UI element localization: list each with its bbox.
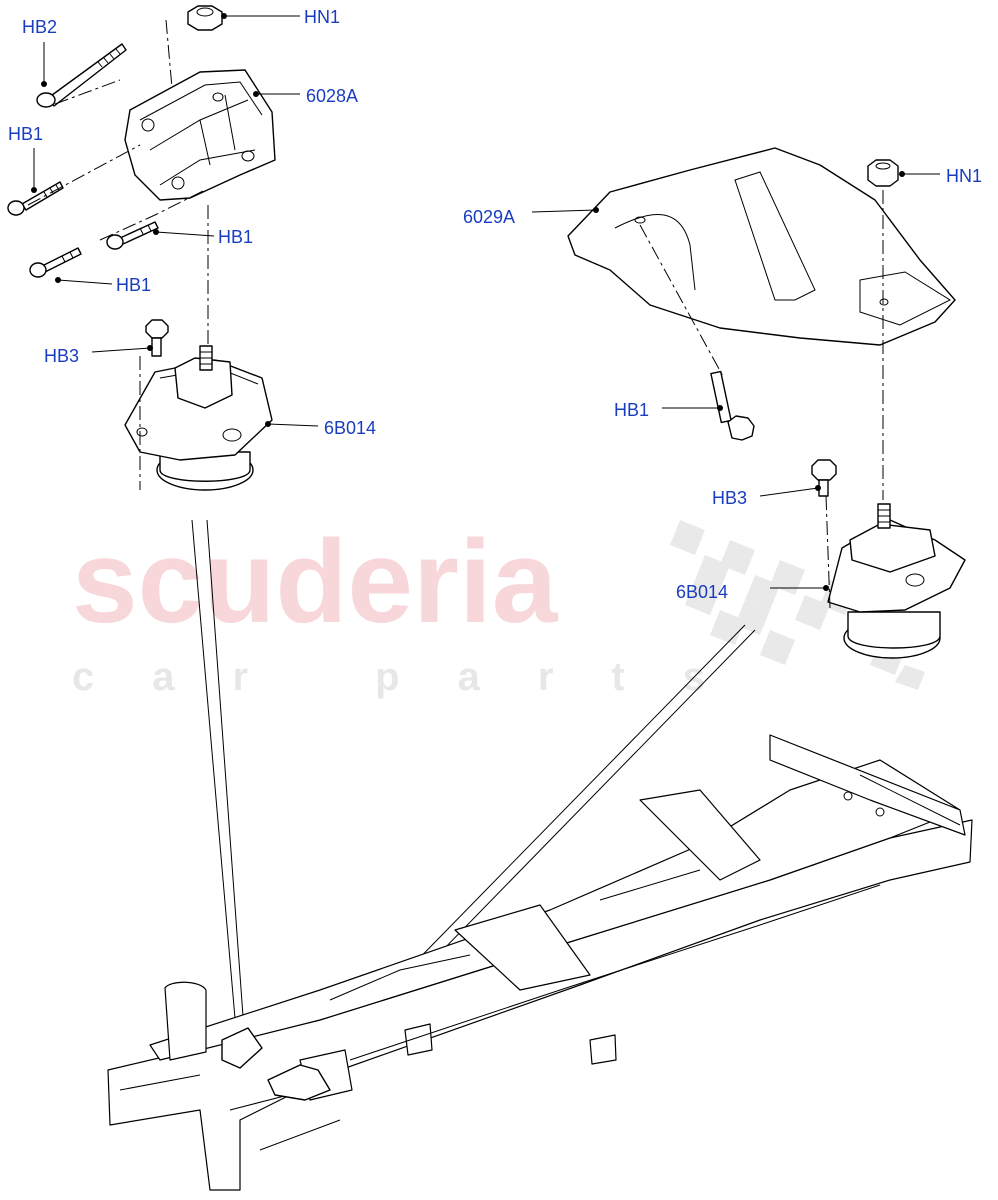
bolt-hb1-right [710, 370, 755, 441]
label-hn1-right: HN1 [946, 166, 982, 186]
assembly-center-lines [27, 19, 884, 609]
label-hb1-right: HB1 [614, 400, 649, 420]
bracket-6028a [124, 69, 276, 201]
callout-labels: HB2 HN1 6028A HB1 HB1 HB1 HB3 6B014 6029… [8, 7, 982, 602]
engine-mount-6b014-right [827, 503, 966, 659]
watermark-brand: scuderia [72, 516, 559, 648]
bracket-6029a [567, 147, 956, 346]
label-hb3-right: HB3 [712, 488, 747, 508]
bolt-hb1-a [7, 181, 64, 216]
leader-lines [31, 13, 940, 591]
watermark-tagline: car parts [72, 655, 763, 699]
bolt-hb1-c [29, 247, 82, 278]
label-hb1-c: HB1 [116, 275, 151, 295]
bolt-hb3-right [811, 459, 837, 497]
bolt-hb1-b [106, 221, 159, 250]
label-hn1-left: HN1 [304, 7, 340, 27]
label-6028a: 6028A [306, 86, 358, 106]
label-6b014-left: 6B014 [324, 418, 376, 438]
label-hb3-left: HB3 [44, 346, 79, 366]
label-hb1-b: HB1 [218, 227, 253, 247]
engine-mount-6b014-left [124, 345, 273, 491]
label-hb1-a: HB1 [8, 124, 43, 144]
bolt-hb2 [36, 43, 127, 108]
nut-hn1-right [867, 159, 899, 187]
label-6b014-right: 6B014 [676, 582, 728, 602]
chassis-frame [107, 734, 973, 1191]
label-6029a: 6029A [463, 207, 515, 227]
label-hb2: HB2 [22, 17, 57, 37]
nut-hn1-left [187, 5, 223, 31]
